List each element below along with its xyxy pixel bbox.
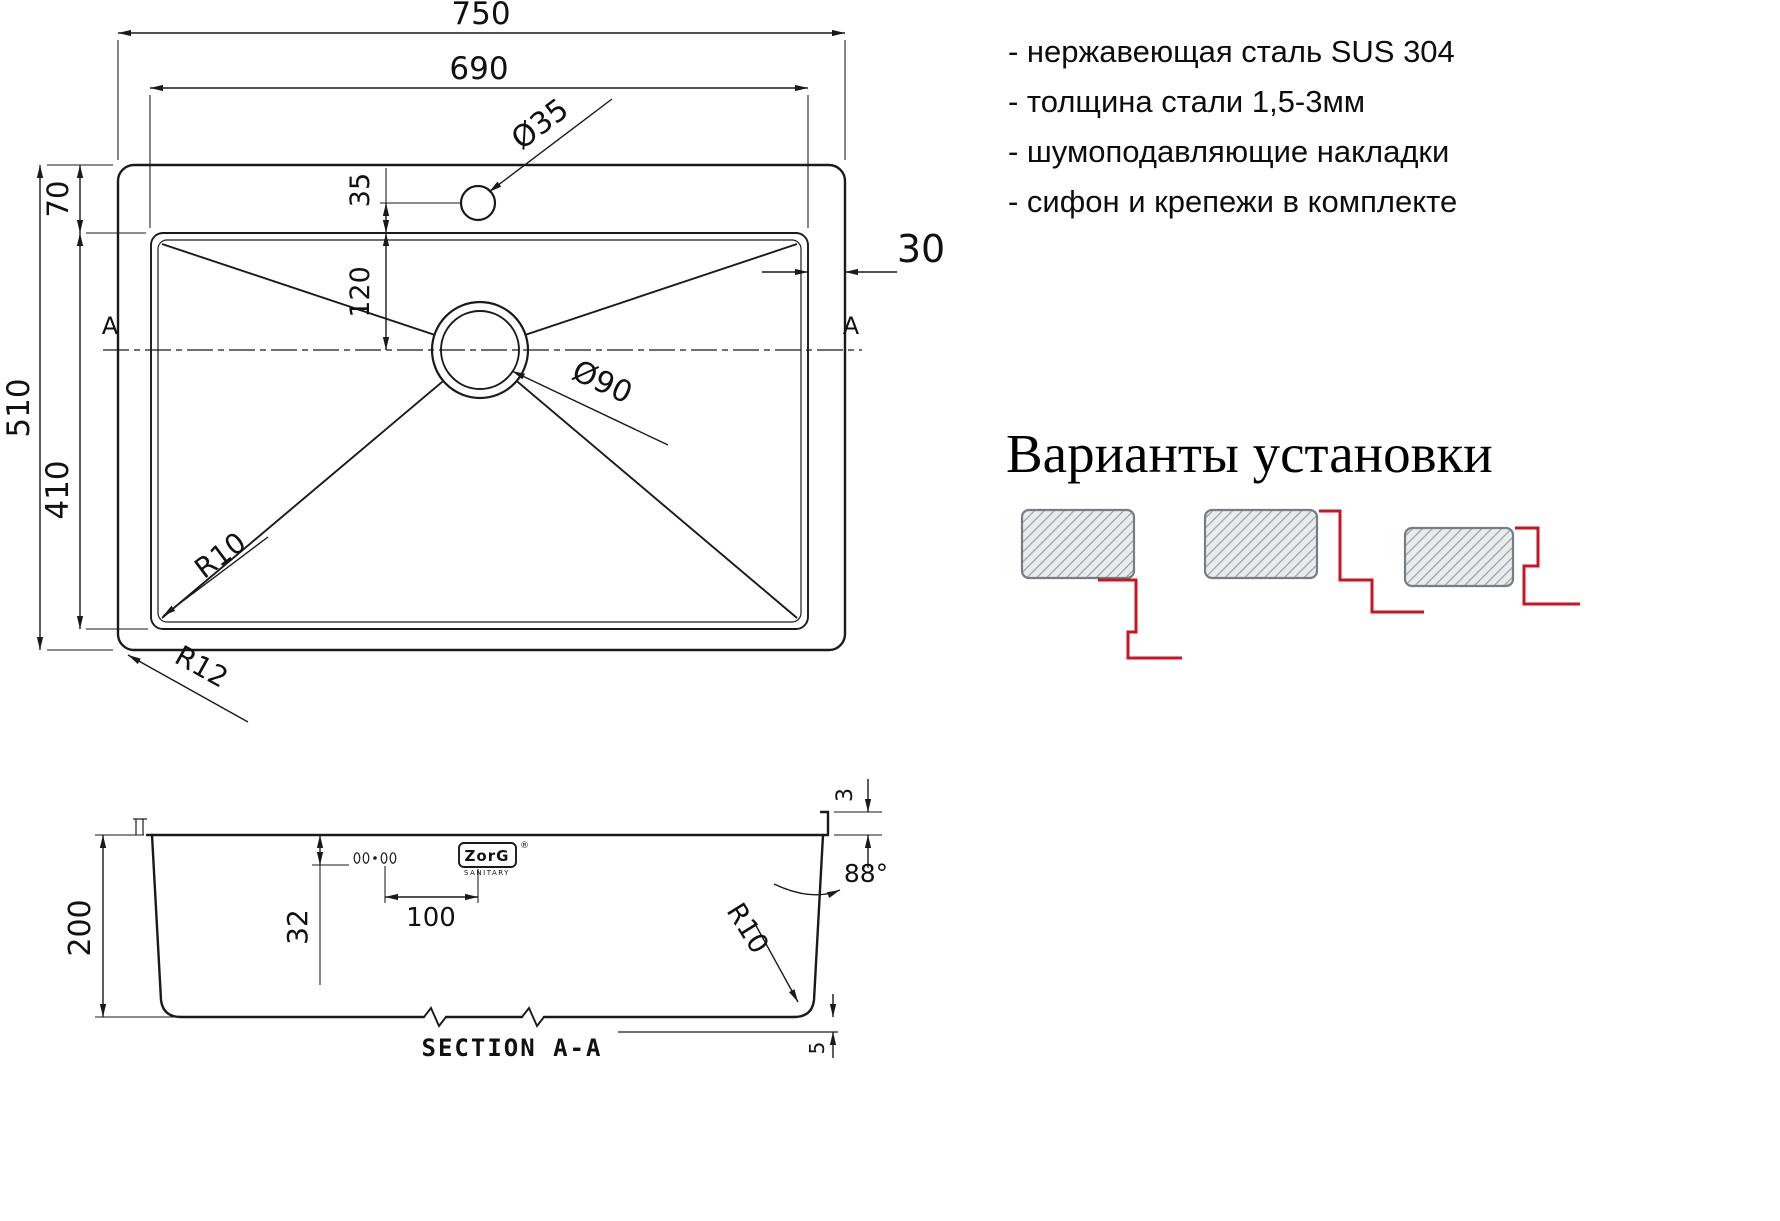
mounting-holes	[353, 852, 397, 864]
dim-100-label: 100	[406, 903, 456, 933]
install-variant-overmount	[1020, 508, 1182, 660]
dim-120-label: 120	[345, 266, 376, 318]
installation-options: Варианты установки	[1006, 423, 1580, 660]
leader-radius-outer	[127, 654, 249, 723]
bowl-diagonal	[479, 243, 798, 351]
spec-line-2: - толщина стали 1,5-3мм	[1008, 84, 1365, 119]
dim-32-label: 32	[281, 909, 314, 945]
dim-35-label: 35	[345, 173, 376, 207]
counter-edge-icon	[1319, 509, 1424, 614]
section-view: ZorG SANITARY ® 200 32 100 3 88° R10	[63, 779, 888, 1062]
sink-bowl-inner-edge	[157, 239, 802, 623]
spec-line-4: - сифон и крепежи в комплекте	[1008, 184, 1457, 219]
install-variant-undermount	[1403, 526, 1580, 606]
logo-subtext: SANITARY	[464, 869, 510, 877]
dim-3-label: 3	[833, 788, 858, 802]
leader-section-radius	[753, 921, 799, 1003]
break-mark	[423, 1006, 447, 1028]
sink-block-icon	[1403, 526, 1515, 588]
leader-faucet-dia	[488, 98, 613, 193]
section-radius-label: R10	[720, 898, 774, 959]
section-left-wall	[150, 833, 183, 1019]
dim-30-label: 30	[897, 227, 945, 271]
logo-text: ZorG	[465, 847, 510, 865]
dim-200-label: 200	[63, 899, 98, 956]
counter-edge-icon	[1515, 526, 1580, 606]
sink-outer-outline	[116, 163, 847, 652]
dim-690-label: 690	[449, 51, 508, 87]
bowl-diagonal	[479, 349, 798, 619]
brand-logo: ZorG SANITARY ®	[458, 841, 529, 877]
break-mark	[521, 1006, 545, 1028]
angle-arc	[773, 883, 841, 899]
dim-750-label: 750	[451, 0, 510, 32]
leader-drain-dia	[511, 370, 669, 446]
bowl-diagonal	[161, 349, 481, 619]
dim-410-label: 410	[40, 460, 76, 519]
section-marker-right: A	[843, 312, 860, 340]
faucet-diameter-label: Ø35	[505, 92, 575, 157]
spec-line-3: - шумоподавляющие накладки	[1008, 134, 1449, 169]
radius-inner-label: R10	[188, 526, 252, 586]
dim-510-label: 510	[1, 378, 37, 437]
faucet-hole	[459, 184, 497, 222]
section-marker-left: A	[102, 312, 119, 340]
section-caption: SECTION A-A	[422, 1034, 603, 1062]
spec-list: - нержавеющая сталь SUS 304 - толщина ст…	[1008, 34, 1457, 219]
section-right-wall	[792, 833, 825, 1019]
registered-mark: ®	[520, 841, 529, 851]
dim-70-label: 70	[41, 181, 75, 218]
installation-title: Варианты установки	[1006, 423, 1493, 484]
plan-view: 750 690 510 70 410 35 120 30 Ø35 Ø90 R10…	[1, 0, 945, 723]
counter-edge-icon	[1098, 578, 1182, 660]
install-variant-flush	[1203, 508, 1424, 614]
radius-outer-label: R12	[170, 639, 234, 695]
leader-radius-inner	[162, 536, 269, 617]
spec-line-1: - нержавеющая сталь SUS 304	[1008, 34, 1455, 69]
angle-label: 88°	[844, 859, 888, 888]
logo-frame	[458, 842, 517, 868]
sink-block-icon	[1020, 508, 1136, 580]
bowl-diagonal	[161, 243, 481, 351]
dim-5-label: 5	[805, 1042, 829, 1055]
sink-bowl-outline	[150, 232, 809, 630]
sink-block-icon	[1203, 508, 1319, 580]
